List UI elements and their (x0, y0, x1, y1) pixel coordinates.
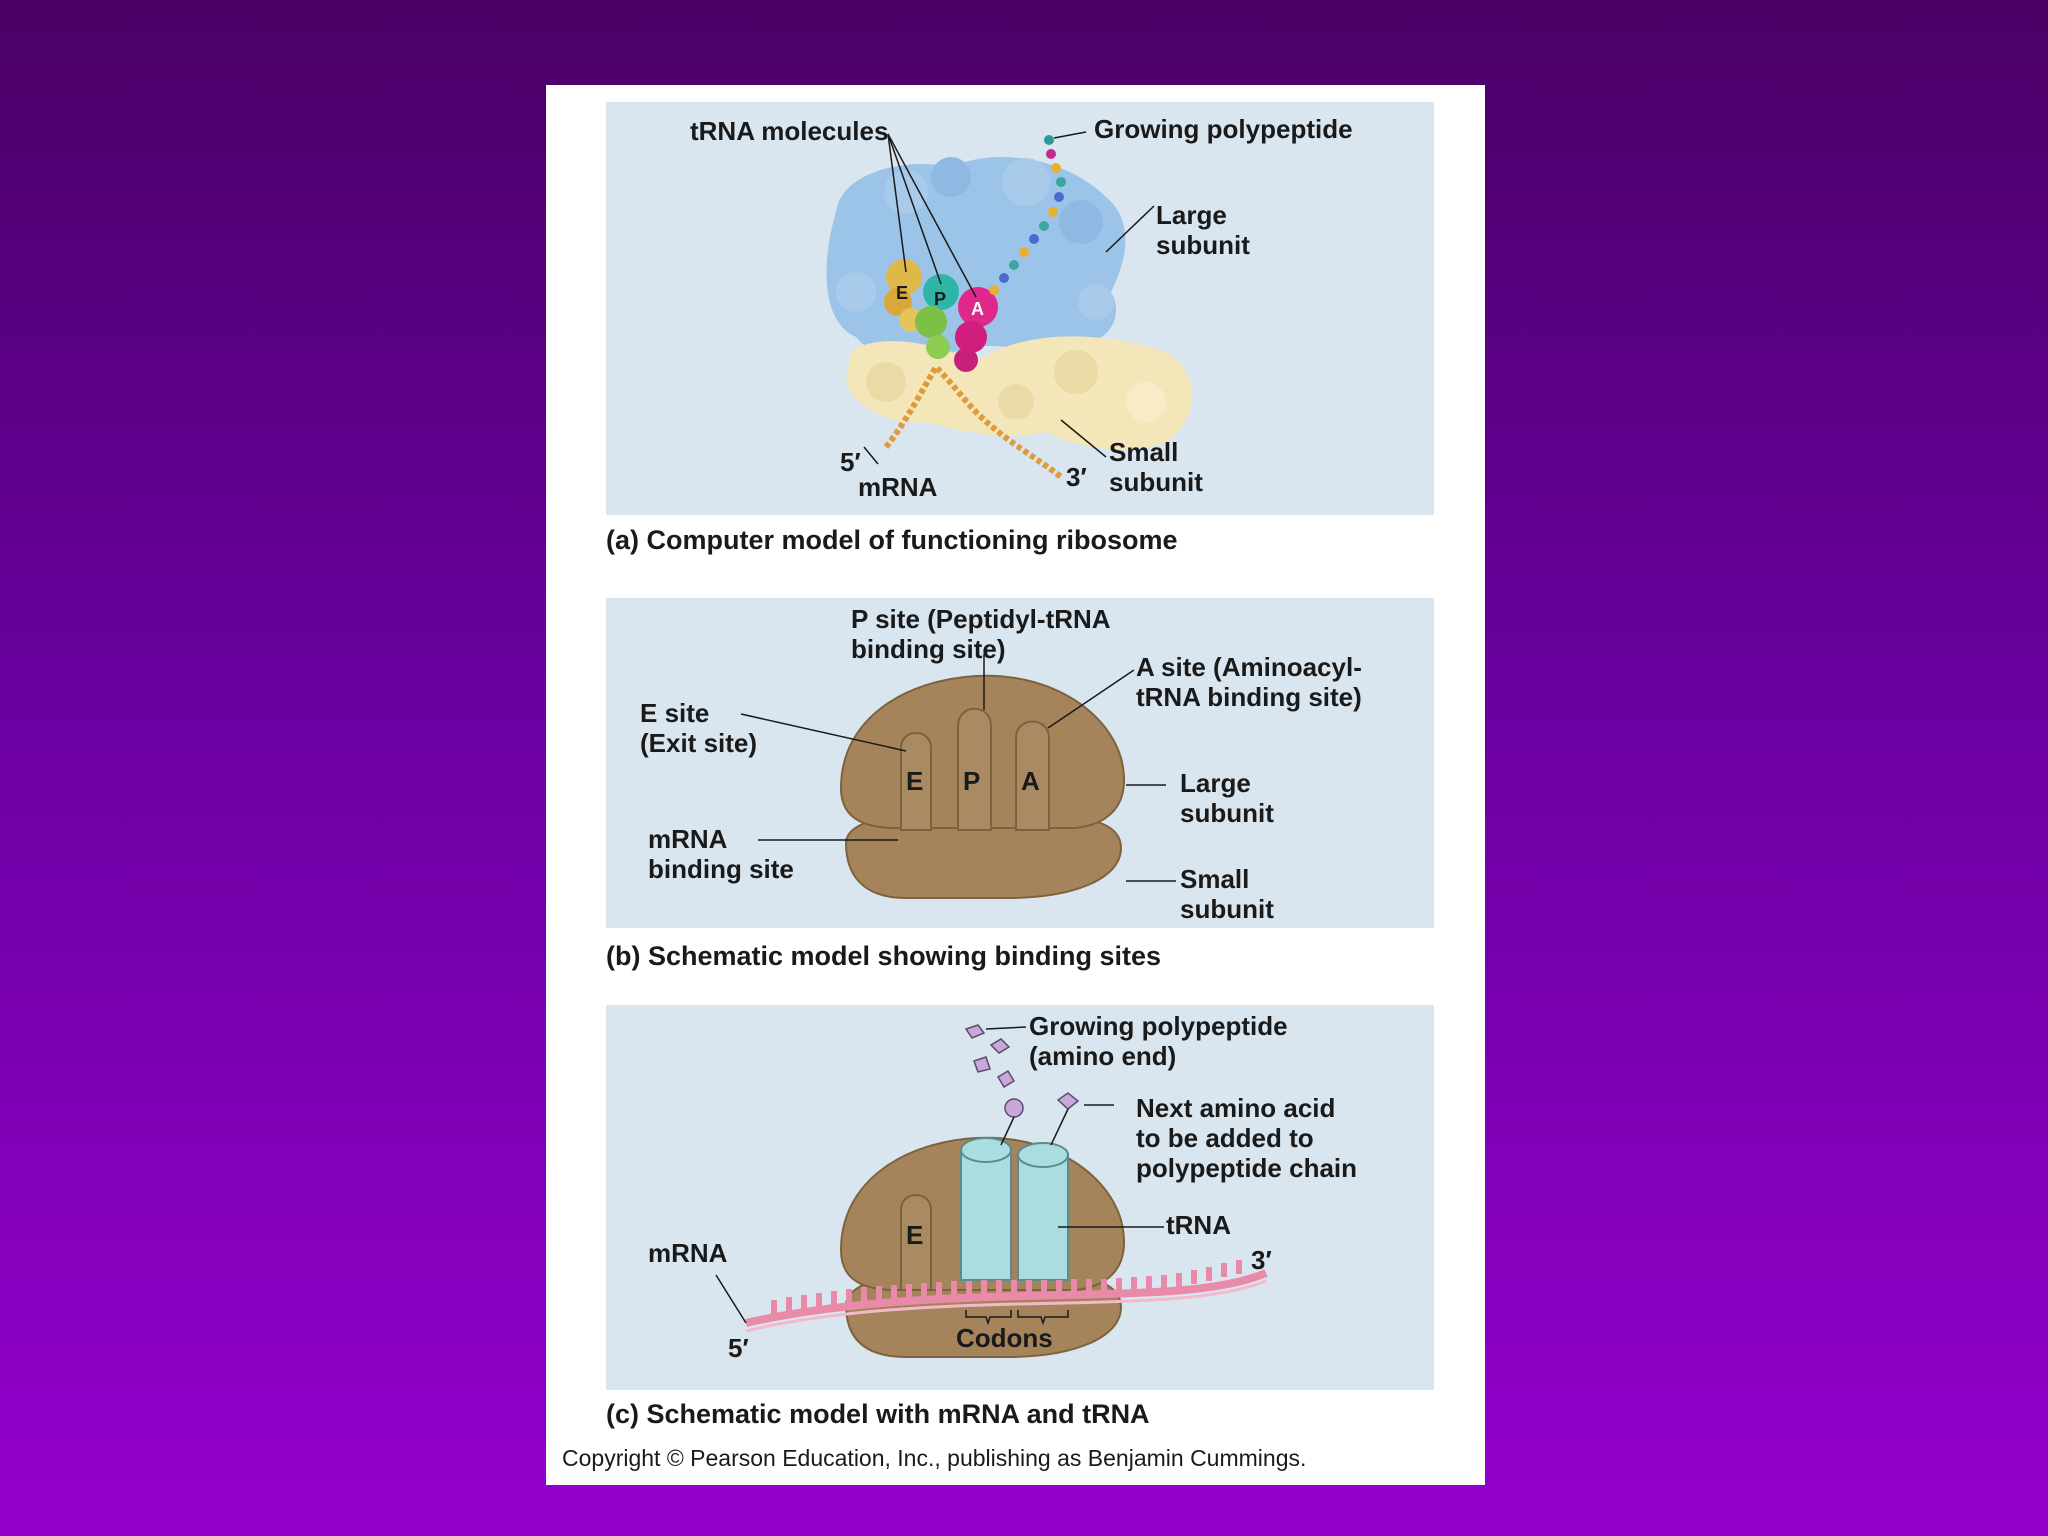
panel-computer-model: tRNA molecules Growing polypeptide Large… (606, 102, 1434, 515)
label-3-prime: 3′ (1066, 462, 1087, 492)
leader-lines-b (740, 654, 1176, 882)
mrna-bases (771, 1260, 1242, 1314)
label-growing-polypeptide: Growing polypeptide (1094, 114, 1353, 144)
label-trna: tRNA (1166, 1210, 1231, 1240)
label-site-p: P (934, 289, 947, 309)
ribosome-schematic-b (740, 654, 1176, 899)
label-5-prime: 5′ (840, 447, 861, 477)
mrna-strand-shape (745, 1269, 1268, 1327)
label-mrna: mRNA (648, 1238, 728, 1268)
label-slot-e: E (906, 1220, 924, 1250)
caption-b: (b) Schematic model showing binding site… (606, 941, 1162, 971)
copyright-notice: Copyright © Pearson Education, Inc., pub… (562, 1445, 1307, 1471)
figure-card: tRNA molecules Growing polypeptide Large… (546, 85, 1485, 1485)
label-mrna: mRNA (858, 472, 938, 502)
label-next-amino-acid: Next amino acid to be added to polypepti… (1136, 1093, 1358, 1183)
label-mrna-binding-site: mRNA binding site (648, 824, 794, 884)
label-site-e: E (896, 283, 909, 303)
label-trna-molecules: tRNA molecules (690, 116, 889, 146)
label-codons: Codons (956, 1323, 1053, 1353)
label-growing-polypeptide: Growing polypeptide (amino end) (1029, 1011, 1288, 1071)
caption-a: (a) Computer model of functioning riboso… (606, 525, 1178, 555)
trna-p-shape (915, 274, 959, 359)
label-a-site: A site (Aminoacyl- tRNA binding site) (1136, 652, 1362, 712)
e-slot-shape (900, 1194, 932, 1291)
caption-c: (c) Schematic model with mRNA and tRNA (606, 1399, 1150, 1429)
label-e-site: E site (Exit site) (640, 698, 758, 758)
binding-site-slots (900, 707, 1050, 831)
label-slot-p: P (963, 766, 981, 796)
mrna-strand-shape (883, 362, 1063, 480)
ribosome-schematic-c (715, 1024, 1268, 1358)
label-5-prime: 5′ (728, 1333, 749, 1363)
label-p-site: P site (Peptidyl-tRNA binding site) (851, 604, 1111, 664)
label-slot-e: E (906, 766, 924, 796)
ribosome-3d-illustration (826, 131, 1193, 480)
amino-acids (964, 1024, 1080, 1118)
label-3-prime: 3′ (1251, 1245, 1272, 1275)
polypeptide-beads (989, 135, 1066, 295)
trna-cylinders (960, 1137, 1069, 1281)
label-small-subunit: Small subunit (1180, 864, 1274, 924)
label-large-subunit: Large subunit (1156, 200, 1250, 260)
label-slot-a: A (1021, 766, 1040, 796)
label-large-subunit: Large subunit (1180, 768, 1274, 828)
trna-a-shape (954, 287, 998, 372)
panel-binding-sites: P site (Peptidyl-tRNA binding site) A si… (606, 598, 1434, 928)
label-small-subunit: Small subunit (1109, 437, 1203, 497)
leader-lines-a (863, 131, 1155, 465)
leader-lines-c (715, 1026, 1164, 1324)
panel-mrna-trna: Growing polypeptide (amino end) Next ami… (606, 1005, 1434, 1390)
label-site-a: A (971, 299, 984, 319)
small-subunit-shape (846, 336, 1193, 450)
